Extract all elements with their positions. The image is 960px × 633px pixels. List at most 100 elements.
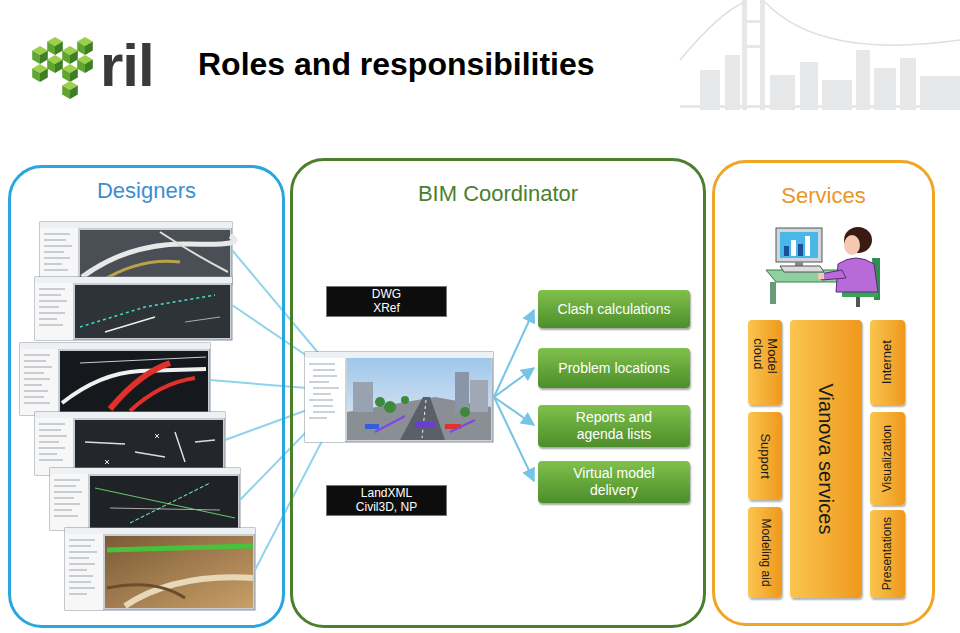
service-person-icon-part <box>818 273 824 279</box>
designer-screenshot-part <box>69 540 97 594</box>
coordinated-model-screenshot-part <box>455 372 469 412</box>
skyline-backdrop-part <box>742 0 747 110</box>
output-arrows <box>494 310 534 481</box>
logo-cubes-part <box>47 55 63 73</box>
designer-screenshot-part <box>35 277 232 340</box>
designer-screenshot-part <box>85 432 215 462</box>
designer-screenshot-part <box>95 488 235 518</box>
designer-screenshot-part <box>105 434 159 464</box>
coordinated-model-screenshot-part <box>384 401 396 413</box>
service-text: Internet <box>880 340 894 384</box>
service-box: Model cloud <box>748 320 782 405</box>
task-box: Problem locations <box>538 348 690 388</box>
designer-screenshot-part <box>60 351 208 413</box>
designer-screenshot-part <box>90 476 238 528</box>
designer-screenshot-part <box>110 508 220 510</box>
designer-screenshot <box>50 468 240 530</box>
task-box: Virtual model delivery <box>538 461 690 503</box>
skyline-backdrop-part <box>700 70 720 110</box>
service-person-icon-part <box>784 246 789 256</box>
designer-screenshot-part <box>82 236 235 277</box>
designer-screenshot-part <box>80 295 215 327</box>
service-text: Presentations <box>881 517 894 590</box>
coordinated-model-screenshot-part <box>305 352 493 442</box>
title-wrap: Roles and responsibilities <box>198 46 595 83</box>
skyline-backdrop-part <box>856 50 870 110</box>
designer-screenshot-part <box>20 343 210 415</box>
designer-screenshot-part <box>80 230 230 283</box>
designer-screenshot-part <box>40 222 232 228</box>
skyline-backdrop-part <box>680 105 960 108</box>
designer-screenshot-part <box>20 349 58 415</box>
designer-screenshot-part <box>35 283 73 340</box>
service-box: Modeling aid <box>748 507 782 598</box>
designer-screenshot-part <box>130 378 195 411</box>
service-box: Visualization <box>870 412 905 505</box>
designer-screenshot-part <box>39 424 67 460</box>
designer-screenshot-part <box>105 536 253 608</box>
logo-cubes-part <box>32 46 48 64</box>
skyline-backdrop-part <box>725 55 740 110</box>
coordinated-model-screenshot-part <box>415 422 435 428</box>
feed-lines-part <box>255 441 322 570</box>
designer-screenshot-part <box>75 420 223 473</box>
role-panel: Designers <box>8 165 285 628</box>
designer-screenshot-part <box>24 355 52 403</box>
feed-lines-part <box>232 250 320 355</box>
service-person-icon-part <box>780 232 818 258</box>
logo-wordmark: ril <box>100 32 154 99</box>
service-person-icon-part <box>805 236 810 256</box>
designer-screenshot-part <box>50 468 240 474</box>
service-person-icon-part <box>856 297 860 307</box>
label-wrap: ril <box>100 36 154 96</box>
designer-screenshot-part <box>65 528 255 610</box>
coordinated-model-screenshot-part <box>375 397 385 407</box>
task-text: Clash calculations <box>558 301 671 318</box>
designer-screenshot-part <box>50 474 88 530</box>
service-box: Support <box>748 412 782 500</box>
designer-screenshot-part <box>107 546 253 550</box>
service-text: Support <box>758 433 772 479</box>
coordinated-model-screenshot-part <box>375 416 475 432</box>
service-person-icon-part <box>791 240 796 256</box>
skyline-backdrop-part <box>900 58 916 110</box>
coordinated-model-screenshot-part <box>401 396 409 404</box>
format-tag: DWG XRef <box>326 286 447 317</box>
skyline-backdrop-part <box>920 76 960 110</box>
slide-title: Roles and responsibilities <box>198 46 595 82</box>
logo-cubes-part <box>47 37 63 55</box>
service-text: Model cloud <box>751 339 780 387</box>
output-arrows-part <box>494 368 534 397</box>
coordinated-model-screenshot-part <box>422 400 426 438</box>
coordinated-model-screenshot <box>305 352 493 442</box>
designer-screenshot <box>20 343 210 415</box>
feed-lines-part <box>232 305 316 362</box>
service-box: Vianova services <box>790 320 862 598</box>
coordinated-model-screenshot-part <box>460 407 470 417</box>
designer-screenshot-part <box>75 285 230 338</box>
designer-screenshot-part <box>44 234 72 270</box>
service-text: Modeling aid <box>758 518 771 586</box>
designer-screenshot-part <box>125 577 253 606</box>
service-person-icon-part <box>770 282 776 304</box>
designer-screenshot-part <box>80 357 206 363</box>
service-text: Visualization <box>881 425 894 492</box>
task-text: Reports and agenda lists <box>558 409 670 443</box>
output-arrows-part <box>494 397 534 481</box>
logo-cubes <box>32 37 93 99</box>
coordinated-model-screenshot-part <box>353 382 373 412</box>
logo-cubes-part <box>32 64 48 82</box>
format-tag: LandXML Civil3D, NP <box>326 485 447 516</box>
coordinated-model-screenshot-part <box>400 397 445 440</box>
designer-screenshot <box>65 528 255 610</box>
skyline-backdrop-part <box>742 20 765 23</box>
designer-screenshot-part <box>65 528 255 534</box>
designer-screenshot-part <box>20 343 210 349</box>
feed-lines-part <box>225 410 307 440</box>
logo-cubes-part <box>77 37 93 55</box>
designer-screenshot-part <box>35 277 232 283</box>
service-person-icon-part <box>776 228 822 262</box>
designer-screenshot <box>35 277 232 340</box>
panel-heading: Designers <box>11 178 282 203</box>
